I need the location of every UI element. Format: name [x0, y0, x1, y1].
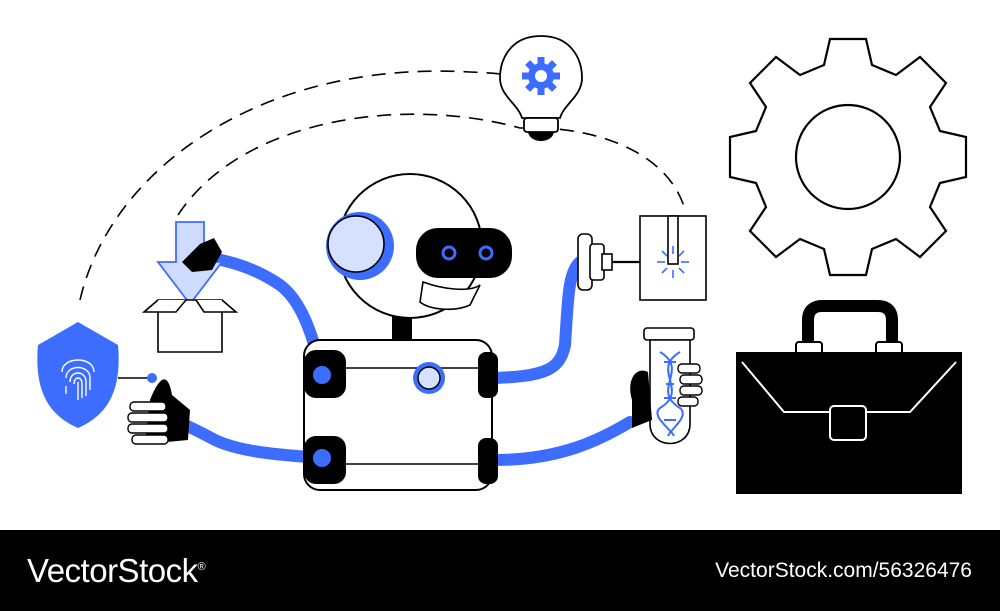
robot-ear-inner: [327, 215, 385, 273]
watermark-footer: VectorStock® VectorStock.com/56326476: [0, 530, 1000, 611]
laser-icon: [577, 215, 707, 301]
robot-neck: [392, 316, 412, 344]
robot-hand-lower-right: [630, 370, 652, 428]
robot-eye-left: [441, 245, 457, 261]
open-box: [141, 299, 239, 353]
bulb-tip: [528, 132, 554, 141]
lightbulb-gear-icon: [499, 35, 583, 141]
arm-lower-right: [489, 416, 636, 466]
fingerprint: [61, 359, 95, 400]
laser-sparks: [657, 246, 689, 278]
robot-body: [303, 339, 493, 491]
joint-right-lower: [478, 438, 498, 484]
robot-hand-upper-left: [182, 238, 222, 272]
robot-automation-illustration: [37, 35, 968, 494]
bulb-base: [523, 117, 559, 133]
robot-visor: [416, 228, 512, 278]
joint-right-upper: [478, 352, 498, 398]
shield-connector-dot: [147, 373, 157, 383]
stock-image-id: VectorStock.com/56326476: [715, 558, 972, 582]
dashed-arcs: [79, 70, 686, 301]
joint-left-upper-socket: [313, 366, 331, 384]
tube-cap: [643, 327, 695, 341]
gear-icon: [728, 37, 968, 277]
arm-upper-right: [489, 256, 586, 384]
robot-hand-lower-left: [127, 379, 190, 445]
robot-chest-light-inner: [417, 366, 441, 390]
robot-face-plate: [419, 280, 481, 311]
briefcase-handle: [802, 300, 898, 350]
download-box-icon: [141, 221, 239, 353]
arm-lower-left: [179, 419, 328, 464]
briefcase-icon: [736, 300, 962, 494]
inner-dashed-arc: [177, 113, 686, 216]
fingerprint-shield-icon: [37, 322, 157, 428]
robot-fingers-right: [677, 363, 703, 407]
dna-helix: [656, 351, 684, 437]
briefcase-clasp: [829, 405, 867, 441]
joint-left-lower-socket: [313, 449, 331, 467]
test-tube-dna-icon: [630, 327, 703, 445]
bulb-gear: [522, 57, 560, 95]
robot-eye-right: [478, 245, 494, 261]
robot-icon: [303, 173, 512, 491]
registered-mark: ®: [197, 560, 206, 573]
gear-hole: [794, 103, 902, 211]
laser-target-slot: [667, 215, 679, 265]
briefcase-seam: [741, 361, 957, 413]
shield-shape: [37, 322, 119, 428]
laser-nozzle: [601, 253, 613, 271]
brand-logo: VectorStock®: [27, 551, 206, 590]
brand-name: VectorStock: [27, 551, 198, 589]
